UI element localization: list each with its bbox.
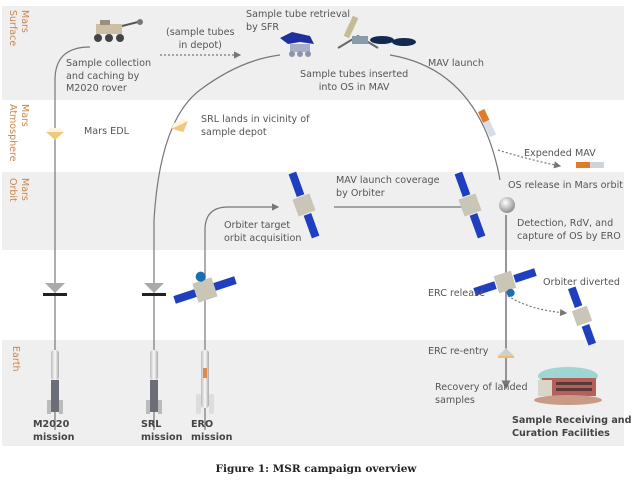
mav-rocket-icon — [478, 109, 497, 138]
srl-lander-icon — [337, 15, 416, 49]
label-sample-collection: Sample collection and caching by M2020 r… — [66, 58, 152, 94]
mav-launch-path — [389, 54, 501, 181]
ero-path — [204, 203, 280, 430]
label-sample-tubes-depot: (sample tubes in depot) — [166, 27, 235, 51]
m2020-rover-icon — [94, 19, 143, 42]
band-label-earth: Earth — [10, 346, 21, 372]
orbiter-diverted-dotted-arrow — [507, 295, 568, 317]
label-sample-tube-retrieval: Sample tube retrieval by SFR — [246, 9, 351, 33]
m2020-path — [54, 46, 91, 430]
ero-rocket-icon — [196, 350, 214, 414]
srl-rocket-icon — [146, 350, 162, 414]
label-ero-mission: ERO mission — [191, 419, 233, 443]
cruise-stage-icon-m2020 — [43, 283, 67, 296]
ero-orbiter-icon-diverted — [567, 286, 597, 346]
label-orbiter-diverted: Orbiter diverted — [543, 277, 620, 288]
sfr-rover-icon — [280, 32, 314, 57]
ero-orbiter-icon-target — [288, 171, 320, 239]
label-os-release: OS release in Mars orbit — [508, 180, 623, 191]
label-sample-tubes-inserted: Sample tubes inserted into OS in MAV — [300, 69, 409, 93]
cruise-stage-icon-srl — [142, 283, 166, 296]
label-recovery: Recovery of landed samples — [435, 382, 528, 406]
label-srl-lands: SRL lands in vicinity of sample depot — [201, 114, 310, 138]
label-srl-mission: SRL mission — [141, 419, 183, 443]
erc-capsule-icon — [498, 348, 514, 358]
ero-orbiter-icon-erc-release — [473, 268, 537, 297]
label-erc-release: ERC release — [428, 288, 485, 299]
m2020-rocket-icon — [47, 350, 63, 414]
label-detection-rdv: Detection, RdV, and capture of OS by ERO — [517, 218, 621, 242]
label-mav-launch: MAV launch — [428, 58, 484, 69]
band-label-mars-orbit: Mars Orbit — [7, 178, 30, 202]
figure-caption: Figure 1: MSR campaign overview — [215, 463, 417, 475]
expended-mav-dotted-arrow — [497, 149, 562, 169]
ero-orbiter-icon-cruise — [173, 271, 237, 304]
facilities-building-icon — [534, 367, 602, 405]
srl-path — [153, 54, 281, 430]
band-mars-surface — [2, 6, 324, 100]
label-orbiter-target: Orbiter target orbit acquisition — [224, 220, 302, 244]
orbiting-sample-icon — [499, 197, 515, 213]
label-mars-edl: Mars EDL — [84, 126, 129, 137]
label-mav-launch-coverage: MAV launch coverage by Orbiter — [336, 175, 440, 199]
band-mars-surface-right — [324, 6, 624, 100]
label-m2020-mission: M2020 mission — [33, 419, 75, 443]
band-label-mars-atmosphere: Mars Atmosphere — [7, 104, 30, 162]
expended-mav-icon — [576, 162, 604, 168]
label-erc-reentry: ERC re-entry — [428, 346, 489, 357]
ero-orbiter-icon-coverage — [454, 171, 486, 239]
edl-capsule-icon-srl — [171, 119, 189, 133]
edl-capsule-icon-m2020 — [46, 128, 64, 140]
label-expended-mav: Expended MAV — [524, 148, 596, 159]
band-label-mars-surface: Mars Surface — [7, 10, 30, 47]
band-earth — [2, 340, 624, 446]
label-facilities: Sample Receiving and Curation Facilities — [512, 415, 632, 439]
